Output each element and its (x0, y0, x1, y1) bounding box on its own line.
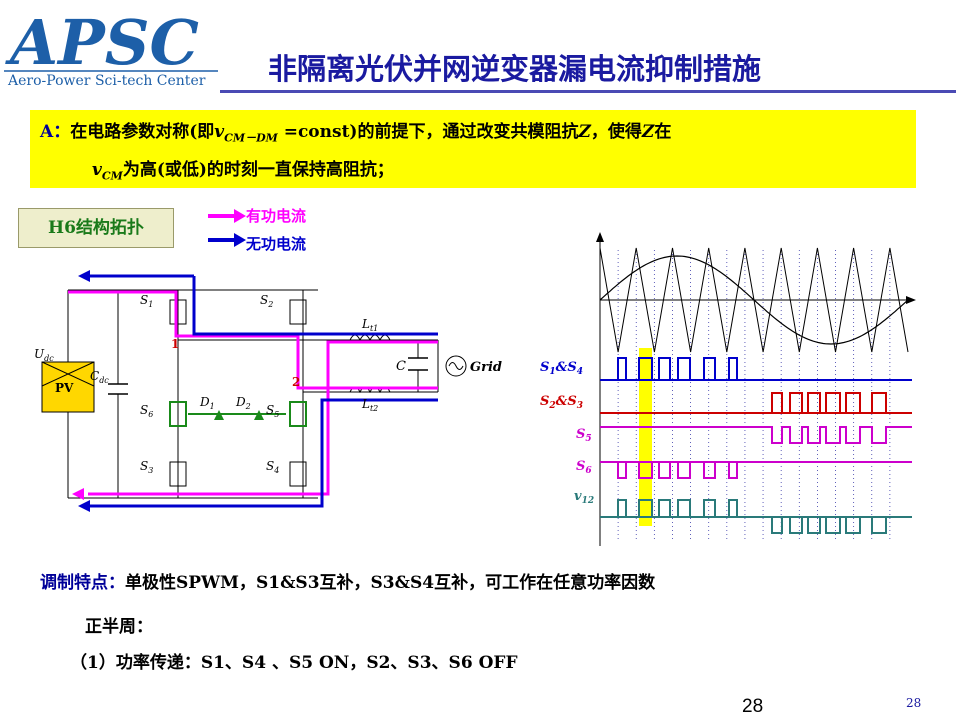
label-s1s4: S1&S4 (540, 360, 583, 377)
notice-text: 在电路参数对称(即 (70, 122, 215, 142)
cdc-label: C (90, 369, 99, 383)
node-2-label: 2 (292, 375, 300, 389)
current-legend (208, 209, 246, 247)
label-s5: S5 (576, 427, 592, 444)
label-s6: S6 (576, 459, 592, 476)
notice-lead: A： (40, 122, 71, 142)
notice-box: A：在电路参数对称(即vCM－DM =const)的前提下，通过改变共模阻抗Z，… (30, 110, 916, 188)
modulation-description: 调制特点：单极性SPWM，S1&S3互补，S3&S4互补，可工作在任意功率因数 (40, 572, 920, 594)
reference-sine (599, 255, 909, 345)
svg-text:Lt2: Lt2 (361, 397, 378, 413)
carrier-axis-arrow-icon (906, 296, 916, 304)
notice-var: Z (641, 122, 655, 142)
s2-sub: 2 (267, 300, 273, 309)
svg-text:S4: S4 (266, 459, 279, 475)
svg-text:S1: S1 (140, 293, 153, 309)
modulation-power-transfer: （1）功率传递：S1、S4 、S5 ON，S2、S3、S6 OFF (70, 653, 518, 673)
title-divider (220, 90, 956, 93)
notice-var: Z (578, 122, 591, 142)
notice-text: 为高(或低)的时刻一直保持高阻抗； (122, 160, 394, 181)
c-label: C (396, 359, 406, 374)
l1-label: L (361, 317, 370, 331)
udc-label: U (34, 347, 45, 361)
s5-label: S (266, 403, 274, 417)
highlight-interval (639, 348, 652, 526)
s6-sub: 6 (148, 410, 153, 419)
notice-text: 在 (654, 122, 672, 142)
s1-label: S (140, 293, 148, 307)
s3-label: S (140, 459, 148, 473)
l2-sub: t2 (370, 404, 378, 413)
l2-label: L (361, 397, 370, 411)
grid-label: Grid (470, 360, 502, 375)
modulation-text: 单极性SPWM，S1&S3互补，S3&S4互补，可工作在任意功率因数 (125, 573, 656, 593)
svg-text:S3: S3 (140, 459, 153, 475)
legend-reactive-label: 无功电流 (246, 235, 307, 253)
switching-waveforms: S1&S4 S2&S3 S5 S6 v12 (540, 232, 916, 546)
udc-sub: dc (44, 354, 54, 363)
notice-line-1: A：在电路参数对称(即vCM－DM =const)的前提下，通过改变共模阻抗Z，… (40, 116, 906, 154)
wave-s1s4 (617, 357, 738, 381)
s5-sub: 5 (274, 410, 279, 419)
cdc-sub: dc (99, 376, 109, 385)
notice-var: v (214, 122, 225, 142)
reactive-current-arrow-icon (208, 233, 246, 247)
modulation-lead: 调制特点： (40, 573, 125, 593)
l1-sub: t1 (370, 324, 378, 333)
logo-sub-text: Aero-Power Sci-tech Center (7, 73, 206, 88)
d1-sub: 1 (210, 402, 215, 411)
active-current-arrow-icon (208, 209, 246, 223)
topology-label: H6结构拓扑 (18, 208, 174, 248)
s3-sub: 3 (148, 466, 153, 475)
s6-label: S (140, 403, 148, 417)
s4-sub: 4 (273, 466, 279, 475)
notice-text: =const)的前提下，通过改变共模阻抗 (277, 122, 579, 142)
s4-label: S (266, 459, 274, 473)
svg-text:S2: S2 (260, 293, 273, 309)
notice-text: ，使得 (590, 122, 642, 142)
label-v12: v12 (574, 489, 594, 506)
page-number: 28 (742, 696, 764, 717)
s1-sub: 1 (148, 300, 153, 309)
apsc-logo: APSC Aero-Power Sci-tech Center (4, 4, 218, 88)
modulation-half-cycle: 正半周： (85, 617, 153, 637)
notice-sub: CM (101, 169, 123, 183)
wave-s2s3 (771, 392, 887, 414)
d2-label: D (235, 395, 246, 409)
svg-text:D2: D2 (235, 395, 251, 411)
s2-label: S (260, 293, 268, 307)
d2-sub: 2 (245, 402, 251, 411)
svg-text:Udc: Udc (34, 347, 54, 363)
svg-text:Lt1: Lt1 (361, 317, 378, 333)
notice-var: v (92, 160, 102, 181)
svg-text:S6: S6 (140, 403, 153, 419)
svg-text:S5: S5 (266, 403, 279, 419)
wave-v12 (600, 499, 887, 534)
node-1-label: 1 (171, 337, 179, 351)
pv-label: PV (55, 381, 74, 395)
logo-main-text: APSC (5, 6, 199, 79)
wave-s6 (600, 461, 738, 479)
legend-active-label: 有功电流 (246, 207, 307, 225)
label-s2s3: S2&S3 (540, 394, 583, 411)
d1-label: D (199, 395, 210, 409)
page-title: 非隔离光伏并网逆变器漏电流抑制措施 (268, 52, 762, 86)
svg-text:D1: D1 (199, 395, 215, 411)
wave-s5 (600, 426, 912, 444)
h6-circuit-diagram: Udc PV Cdc S1 S2 S6 S5 S3 S4 D1 D2 Lt1 L… (34, 270, 502, 512)
notice-sub: CM－DM (224, 131, 278, 145)
notice-line-2: vCM为高(或低)的时刻一直保持高阻抗； (40, 154, 906, 192)
svg-text:Cdc: Cdc (90, 369, 109, 385)
y-axis-arrow-icon (596, 232, 604, 242)
page-number-corner: 28 (906, 696, 922, 710)
